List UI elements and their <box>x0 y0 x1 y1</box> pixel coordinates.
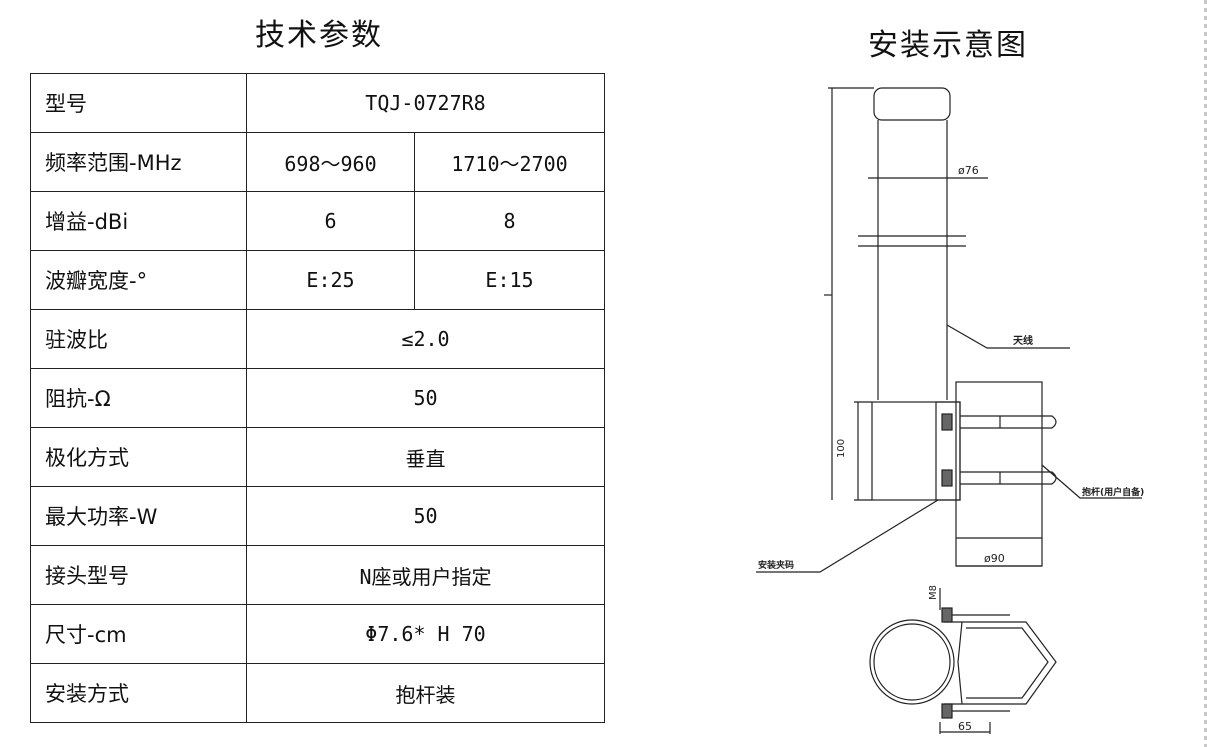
dim-height: 100 <box>836 439 847 458</box>
row-label: 阻抗-Ω <box>30 368 247 428</box>
antenna-leader <box>946 324 1070 349</box>
table-row: 驻波比 ≤2.0 <box>30 309 606 369</box>
row-label: 波瓣宽度-° <box>30 250 247 310</box>
table-row: 型号 TQJ-0727R8 <box>30 73 606 133</box>
row-value: Φ7.6* H 70 <box>245 604 606 664</box>
pole-leader <box>1041 464 1142 499</box>
table-row: 安装方式 抱杆装 <box>30 663 606 723</box>
dim-m8: M8 <box>928 585 939 600</box>
table-row: 波瓣宽度-° E:25 E:15 <box>30 250 606 310</box>
spec-table: 型号 TQJ-0727R8 频率范围-MHz 698～960 1710～2700… <box>30 73 606 723</box>
table-row: 尺寸-cm Φ7.6* H 70 <box>30 604 606 664</box>
row-label: 频率范围-MHz <box>30 132 247 192</box>
diagram-title: 安装示意图 <box>868 28 1028 63</box>
row-value: 50 <box>245 486 606 546</box>
row-label: 接头型号 <box>30 545 247 605</box>
row-label: 尺寸-cm <box>30 604 247 664</box>
clamp-block <box>854 401 961 501</box>
row-value: 8 <box>413 191 606 251</box>
table-row: 最大功率-W 50 <box>30 486 606 546</box>
row-value: 698～960 <box>246 132 415 192</box>
row-value: E:25 <box>246 250 415 310</box>
dim-diameter: ø76 <box>958 164 979 177</box>
row-label: 增益-dBi <box>30 191 247 251</box>
dim-pole: ø90 <box>984 552 1005 565</box>
row-value: 垂直 <box>245 427 606 487</box>
label-antenna: 天线 <box>1013 334 1033 347</box>
row-label: 驻波比 <box>30 309 247 369</box>
row-value: E:15 <box>413 250 606 310</box>
row-value: 6 <box>246 191 415 251</box>
row-value: 抱杆装 <box>245 663 606 723</box>
label-clamp: 安装夹码 <box>758 559 794 571</box>
u-bolt <box>941 413 1057 487</box>
row-value: TQJ-0727R8 <box>245 73 606 133</box>
row-label: 安装方式 <box>30 663 247 723</box>
dim-65: 65 <box>958 720 972 733</box>
installation-diagram: ø76 天线 100 抱杆(用户自备) 安装夹码 ø90 <box>756 87 1144 734</box>
row-value: 50 <box>245 368 606 428</box>
page-edge <box>1204 0 1207 747</box>
row-label: 最大功率-W <box>30 486 247 546</box>
height-dimension <box>824 87 874 500</box>
row-label: 极化方式 <box>30 427 247 487</box>
clamp-leader <box>756 499 939 573</box>
table-row: 极化方式 垂直 <box>30 427 606 487</box>
mounting-pole <box>955 381 1043 567</box>
row-value: 1710～2700 <box>413 132 606 192</box>
table-row: 增益-dBi 6 8 <box>30 191 606 251</box>
antenna-radome <box>858 87 966 400</box>
top-view <box>869 588 1057 734</box>
table-row: 阻抗-Ω 50 <box>30 368 606 428</box>
table-row: 接头型号 N座或用户指定 <box>30 545 606 605</box>
spec-title: 技术参数 <box>255 18 383 53</box>
row-value: ≤2.0 <box>245 309 606 369</box>
row-value: N座或用户指定 <box>245 545 606 605</box>
row-label: 型号 <box>30 73 247 133</box>
label-pole: 抱杆(用户自备) <box>1082 486 1144 498</box>
table-row: 频率范围-MHz 698～960 1710～2700 <box>30 132 606 192</box>
